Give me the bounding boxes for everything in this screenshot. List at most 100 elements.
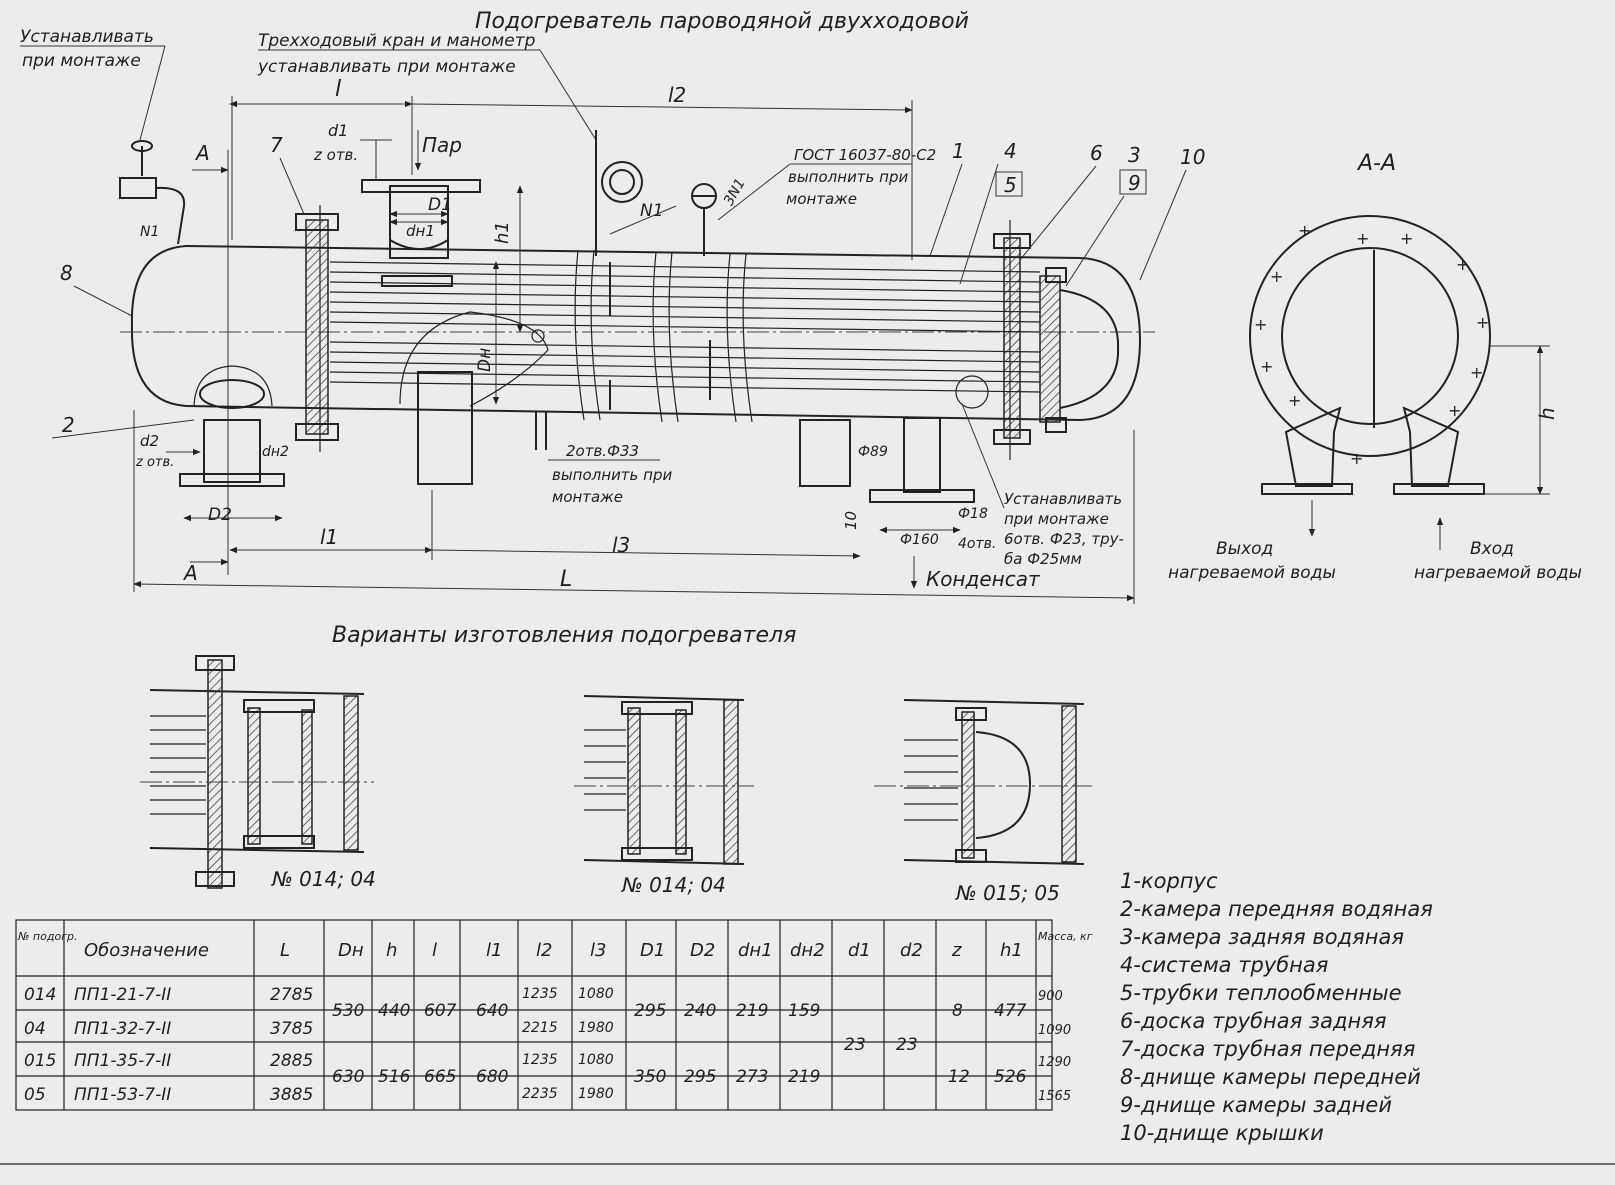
svg-text:Трехходовый кран и манометр: Трехходовый кран и манометр [258, 31, 536, 51]
legend-item: 3-камера задняя водяная [1120, 925, 1404, 949]
nozzle-n1-left: N1 [140, 224, 159, 240]
svg-text:Масса, кг: Масса, кг [1038, 930, 1093, 943]
svg-text:+: + [1356, 229, 1369, 248]
callout-6: 6 [1090, 141, 1103, 165]
svg-text:440: 440 [378, 1001, 410, 1021]
dim-d1: d1 [328, 121, 348, 140]
svg-text:h: h [386, 940, 397, 961]
svg-text:ГОСТ 16037-80-С2: ГОСТ 16037-80-С2 [794, 146, 936, 164]
legend-item: 9-днище камеры задней [1120, 1093, 1392, 1117]
svg-text:+: + [1270, 267, 1283, 286]
legend-item: 10-днище крышки [1120, 1121, 1324, 1145]
inlet-label-2: нагреваемой воды [1414, 563, 1582, 583]
svg-text:ПП1-53-7-II: ПП1-53-7-II [74, 1085, 171, 1105]
svg-text:Устанавливать: Устанавливать [20, 27, 154, 47]
variant-1-label: № 014; 04 [271, 867, 376, 891]
legend-item: 5-трубки теплообменные [1120, 981, 1402, 1005]
svg-text:+: + [1254, 315, 1267, 334]
svg-text:устанавливать при монтаже: устанавливать при монтаже [257, 57, 516, 77]
callout-9: 9 [1128, 171, 1141, 195]
legend-item: 4-система трубная [1120, 953, 1328, 977]
svg-text:№ подогр.: № подогр. [17, 930, 77, 943]
svg-text:ПП1-32-7-II: ПП1-32-7-II [74, 1019, 171, 1039]
svg-text:1090: 1090 [1038, 1023, 1071, 1038]
dim-l3: l3 [612, 533, 630, 557]
dim-h1: h1 [492, 221, 513, 244]
dim-D2: D2 [208, 505, 232, 525]
svg-text:1080: 1080 [578, 1052, 614, 1068]
svg-text:d1: d1 [848, 940, 871, 961]
svg-text:05: 05 [24, 1085, 46, 1105]
svg-text:dн1: dн1 [738, 940, 773, 961]
variants-title: Варианты изготовления подогревателя [332, 623, 796, 648]
svg-text:6отв. Ф23, тру-: 6отв. Ф23, тру- [1004, 530, 1124, 548]
legend-item: 7-доска трубная передняя [1120, 1037, 1415, 1061]
svg-text:z: z [951, 940, 962, 961]
svg-text:219: 219 [736, 1001, 768, 1021]
svg-text:l2: l2 [536, 940, 552, 961]
svg-text:ПП1-35-7-II: ПП1-35-7-II [74, 1051, 171, 1071]
legend-item: 2-камера передняя водяная [1120, 897, 1433, 921]
svg-text:014: 014 [24, 985, 56, 1005]
svg-text:А-А: А-А [1356, 151, 1396, 176]
legend-item: 8-днище камеры передней [1120, 1065, 1421, 1089]
svg-text:2отв.Ф33: 2отв.Ф33 [566, 442, 639, 460]
svg-text:ПП1-21-7-II: ПП1-21-7-II [74, 985, 171, 1005]
svg-text:Dн: Dн [338, 940, 364, 961]
svg-text:+: + [1448, 401, 1461, 420]
note-gost: ГОСТ 16037-80-С2 выполнить при монтаже [717, 146, 936, 221]
dim-phi89: Ф89 [858, 444, 888, 460]
svg-text:295: 295 [684, 1067, 716, 1087]
svg-text:D1: D1 [640, 940, 665, 961]
svg-text:+: + [1350, 449, 1363, 468]
svg-text:+: + [1476, 313, 1489, 332]
section-a-top: А [194, 141, 210, 165]
dim-d2: d2 [140, 432, 159, 450]
svg-text:ба Ф25мм: ба Ф25мм [1004, 550, 1082, 568]
svg-text:+: + [1400, 229, 1413, 248]
svg-text:h1: h1 [1000, 940, 1023, 961]
dim-z-holes-2: z отв. [135, 455, 174, 470]
svg-text:015: 015 [24, 1051, 56, 1071]
svg-text:Обозначение: Обозначение [84, 940, 209, 961]
svg-text:680: 680 [476, 1067, 508, 1087]
section-a-a: А-А +++ +++ +++ +++ h Выход нагреваемой … [1168, 151, 1582, 583]
variant-1: № 014; 04 [140, 655, 376, 891]
svg-text:+: + [1470, 363, 1483, 382]
svg-text:1235: 1235 [522, 1052, 558, 1068]
svg-text:монтаже: монтаже [786, 190, 857, 208]
callouts: 1 4 5 6 3 9 10 7 8 2 [51, 133, 1205, 439]
nozzle-n1-gauge: N1 [640, 201, 664, 221]
svg-text:l3: l3 [590, 940, 606, 961]
section-a-bottom: А [182, 561, 198, 585]
dim-4holes: 4отв. [958, 536, 996, 552]
steam-label: Пар [422, 133, 462, 157]
variant-3: № 015; 05 [874, 699, 1092, 905]
callout-3: 3 [1128, 143, 1141, 167]
dim-Dn: Dн [475, 348, 495, 372]
parts-legend: 1-корпус 2-камера передняя водяная 3-кам… [1120, 869, 1433, 1145]
svg-text:350: 350 [634, 1067, 666, 1087]
dim-l: l [335, 77, 341, 102]
inlet-label-1: Вход [1470, 539, 1514, 559]
note-install-bottom: Устанавливать при монтаже 6отв. Ф23, тру… [961, 403, 1124, 568]
dim-phi160: Ф160 [900, 532, 939, 548]
svg-text:665: 665 [424, 1067, 456, 1087]
svg-text:1290: 1290 [1038, 1055, 1071, 1070]
svg-text:530: 530 [332, 1001, 364, 1021]
svg-text:240: 240 [684, 1001, 716, 1021]
svg-text:607: 607 [424, 1001, 457, 1021]
svg-text:159: 159 [788, 1001, 820, 1021]
dim-phi18: Ф18 [958, 506, 988, 522]
callout-5: 5 [1004, 173, 1017, 197]
svg-text:D2: D2 [690, 940, 715, 961]
svg-text:+: + [1298, 221, 1311, 240]
svg-text:640: 640 [476, 1001, 508, 1021]
legend-item: 1-корпус [1120, 869, 1218, 893]
condensate-label: Конденсат [926, 567, 1041, 591]
svg-text:dн2: dн2 [790, 940, 825, 961]
variant-2-label: № 014; 04 [621, 873, 726, 897]
drawing-title: Подогреватель пароводяной двухходовой [475, 9, 969, 34]
